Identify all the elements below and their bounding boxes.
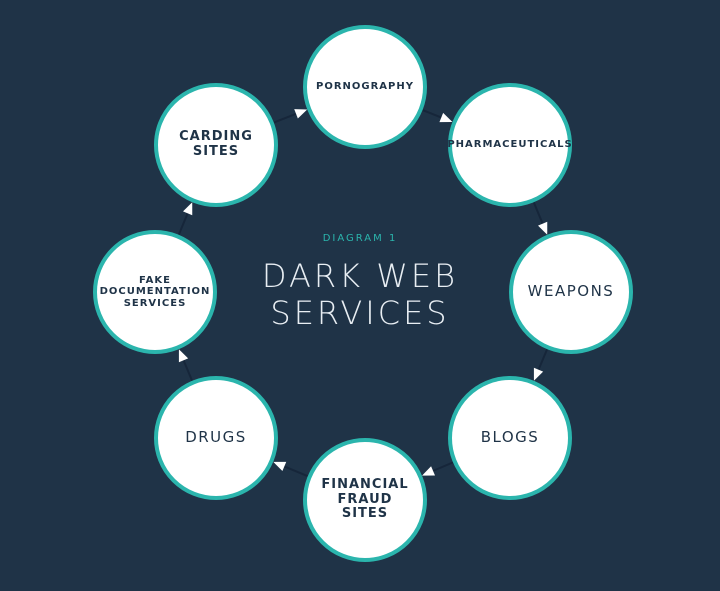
diagram-label: DIAGRAM 1 xyxy=(322,233,398,244)
diagram-title: DARK WEB SERVICES xyxy=(230,258,490,332)
arrowhead-icon xyxy=(533,367,544,381)
node-label: CARDING SITES xyxy=(179,129,253,159)
node-label: WEAPONS xyxy=(527,282,615,301)
arrowhead-icon xyxy=(273,461,287,472)
node-drugs: DRUGS xyxy=(154,376,278,500)
node-pharmaceuticals: PHARMACEUTICALS xyxy=(447,83,573,207)
arrowhead-icon xyxy=(183,202,193,216)
node-label: DRUGS xyxy=(185,428,247,447)
arrowhead-icon xyxy=(439,112,453,123)
diagram-title-line-1: DARK WEB xyxy=(261,257,459,295)
node-label: FINANCIAL FRAUD SITES xyxy=(321,476,409,522)
node-label: PHARMACEUTICALS xyxy=(447,139,573,151)
diagram-title-line-2: SERVICES xyxy=(270,293,450,332)
arrowhead-icon xyxy=(422,466,436,476)
node-label: BLOGS xyxy=(480,428,540,447)
node-pornography: PORNOGRAPHY xyxy=(303,25,427,149)
node-fake-documentation-services: FAKE DOCUMENTATION SERVICES xyxy=(93,230,217,354)
node-financial-fraud-sites: FINANCIAL FRAUD SITES xyxy=(303,438,427,562)
node-weapons: WEAPONS xyxy=(509,230,633,354)
arrowhead-icon xyxy=(294,109,308,119)
arrowhead-icon xyxy=(178,349,189,363)
arrowhead-icon xyxy=(538,221,548,235)
node-label: FAKE DOCUMENTATION SERVICES xyxy=(99,274,211,309)
node-carding-sites: CARDING SITES xyxy=(154,83,278,207)
node-label: PORNOGRAPHY xyxy=(316,81,414,93)
node-blogs: BLOGS xyxy=(448,376,572,500)
